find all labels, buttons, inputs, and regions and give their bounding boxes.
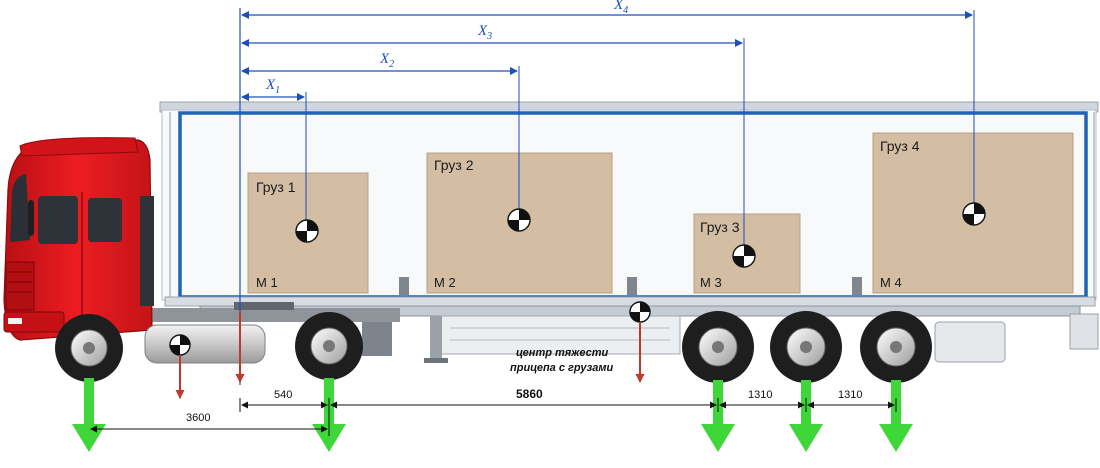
- x3-label: X: [477, 23, 488, 39]
- dimension-trailer-span: 5860: [330, 387, 717, 409]
- kingpin-offset-value: 540: [274, 389, 292, 401]
- dimension-wheelbase: 3600: [90, 412, 328, 433]
- reaction-arrow-front-axle: [72, 378, 106, 452]
- x1-label: X: [265, 77, 276, 93]
- wheel-front: [55, 314, 123, 382]
- x2-dimension: X2: [241, 51, 520, 220]
- reaction-arrow-trailer-axle-3: [879, 380, 913, 452]
- cargo-2-mass: M 2: [434, 275, 456, 290]
- wheelbase-value: 3600: [186, 412, 210, 424]
- wheel-trailer-axle-1: [682, 311, 754, 383]
- x1-subscript: 1: [275, 85, 280, 96]
- dimension-axle-spacing-2: 1310: [807, 389, 895, 409]
- dimension-kingpin-offset: 540: [241, 389, 328, 409]
- reaction-arrow-trailer-axle-1: [701, 380, 735, 452]
- cg-marker-cargo-3: [732, 244, 756, 268]
- cg-note-line-1: центр тяжести: [516, 347, 609, 359]
- x4-subscript: 4: [623, 5, 628, 16]
- trailer-span-value: 5860: [516, 387, 543, 401]
- x1-dimension: X1: [241, 77, 307, 230]
- axle-spacing-2-value: 1310: [838, 389, 862, 401]
- cargo-4-label: Груз 4: [880, 138, 920, 154]
- svg-text:X4: X4: [613, 0, 628, 16]
- cg-note-line-2: прицепа с грузами: [510, 362, 613, 374]
- wheel-trailer-axle-2: [770, 311, 842, 383]
- svg-text:X2: X2: [379, 51, 394, 70]
- x2-label: X: [379, 51, 390, 67]
- cargo-3-mass: M 3: [700, 275, 722, 290]
- reaction-arrow-trailer-axle-2: [789, 380, 823, 452]
- cg-marker-trailer: [629, 301, 651, 323]
- cargo-1-mass: M 1: [256, 275, 278, 290]
- cg-marker-cargo-2: [507, 208, 531, 232]
- x3-dimension: X3: [241, 23, 745, 256]
- x4-label: X: [613, 0, 624, 13]
- svg-text:X3: X3: [477, 23, 492, 42]
- x3-subscript: 3: [486, 31, 492, 42]
- axle-spacing-1-value: 1310: [748, 389, 772, 401]
- cg-marker-cargo-1: [295, 219, 319, 243]
- trailer-cg-note: центр тяжести прицепа с грузами: [510, 347, 613, 374]
- cg-marker-tractor: [169, 334, 191, 356]
- cargo-4-mass: M 4: [880, 275, 902, 290]
- x2-subscript: 2: [389, 59, 394, 70]
- cargo-3-label: Груз 3: [700, 219, 740, 235]
- wheel-trailer-axle-3: [860, 311, 932, 383]
- dimension-axle-spacing-1: 1310: [719, 389, 805, 409]
- x4-dimension: X4: [241, 0, 975, 214]
- cargo-2-label: Груз 2: [434, 157, 474, 173]
- wheel-drive: [295, 312, 363, 380]
- svg-text:X1: X1: [265, 77, 280, 96]
- cg-marker-cargo-4: [962, 202, 986, 226]
- cargo-1-label: Груз 1: [256, 179, 296, 195]
